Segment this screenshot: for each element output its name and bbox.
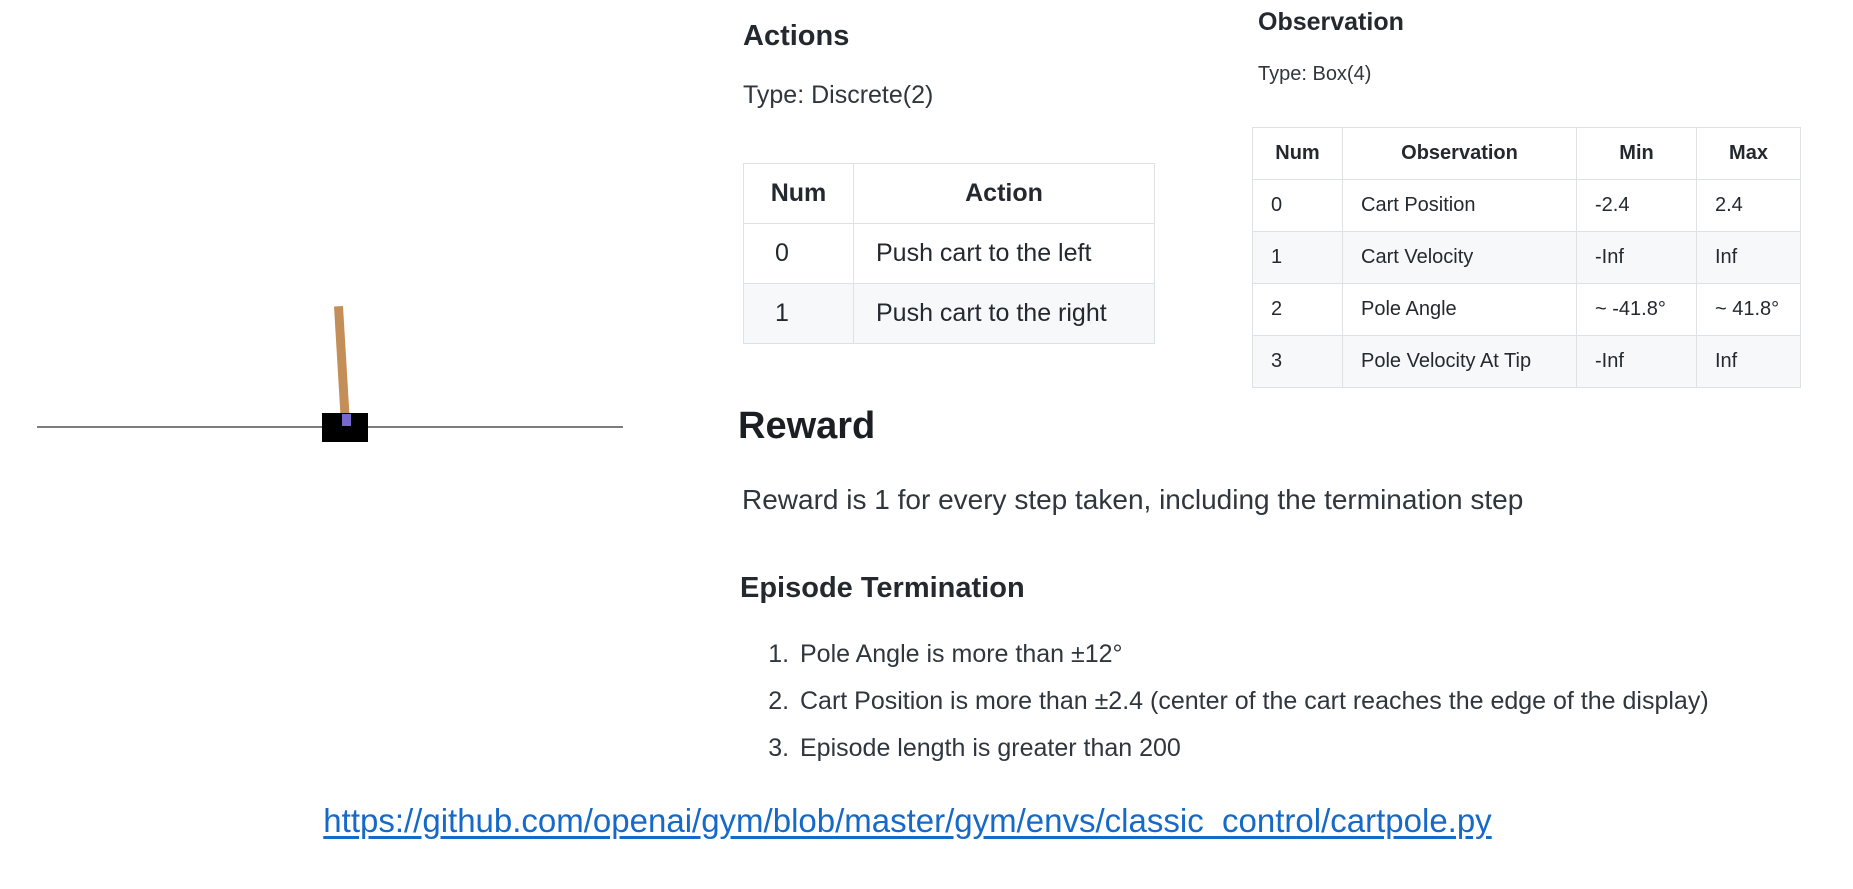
- table-header-cell: Num: [743, 163, 854, 224]
- table-header-cell: Action: [853, 163, 1155, 224]
- table-cell: -Inf: [1576, 335, 1697, 388]
- cartpole-axle: [342, 414, 351, 426]
- table-cell: -Inf: [1576, 231, 1697, 284]
- reward-text: Reward is 1 for every step taken, includ…: [742, 484, 1524, 515]
- table-cell: 1: [743, 283, 854, 344]
- reward-heading: Reward: [738, 405, 876, 447]
- table-cell: 2.4: [1696, 179, 1801, 232]
- episode-termination-list: Pole Angle is more than ±12°Cart Positio…: [740, 631, 1820, 772]
- table-cell: 0: [1252, 179, 1343, 232]
- actions-type-label: Type: Discrete(2): [743, 81, 934, 109]
- table-cell: ~ -41.8°: [1576, 283, 1697, 336]
- table-cell: 1: [1252, 231, 1343, 284]
- table-cell: Pole Angle: [1342, 283, 1577, 336]
- episode-termination-section: Episode Termination Pole Angle is more t…: [740, 572, 1820, 772]
- table-header-cell: Min: [1576, 127, 1697, 180]
- source-link[interactable]: https://github.com/openai/gym/blob/maste…: [323, 802, 1492, 839]
- table-cell: Push cart to the right: [853, 283, 1155, 344]
- table-cell: Push cart to the left: [853, 223, 1155, 284]
- table-cell: Pole Velocity At Tip: [1342, 335, 1577, 388]
- table-cell: Inf: [1696, 335, 1801, 388]
- cartpole-figure: [0, 0, 700, 500]
- reward-section: Reward Reward is 1 for every step taken,…: [738, 405, 1738, 516]
- list-item: Pole Angle is more than ±12°: [796, 631, 1820, 678]
- table-cell: -2.4: [1576, 179, 1697, 232]
- table-cell: ~ 41.8°: [1696, 283, 1801, 336]
- table-header-cell: Num: [1252, 127, 1343, 180]
- table-cell: Inf: [1696, 231, 1801, 284]
- table-cell: 3: [1252, 335, 1343, 388]
- list-item: Cart Position is more than ±2.4 (center …: [796, 678, 1820, 725]
- list-item: Episode length is greater than 200: [796, 725, 1820, 772]
- actions-heading: Actions: [743, 20, 850, 52]
- observation-heading: Observation: [1258, 8, 1404, 36]
- table-cell: 0: [743, 223, 854, 284]
- table-cell: 2: [1252, 283, 1343, 336]
- episode-termination-heading: Episode Termination: [740, 572, 1025, 604]
- cartpole-pole: [334, 305, 350, 425]
- observation-type-label: Type: Box(4): [1258, 63, 1372, 85]
- source-link-container: https://github.com/openai/gym/blob/maste…: [0, 802, 1815, 840]
- table-header-cell: Max: [1696, 127, 1801, 180]
- table-cell: Cart Position: [1342, 179, 1577, 232]
- table-cell: Cart Velocity: [1342, 231, 1577, 284]
- table-header-cell: Observation: [1342, 127, 1577, 180]
